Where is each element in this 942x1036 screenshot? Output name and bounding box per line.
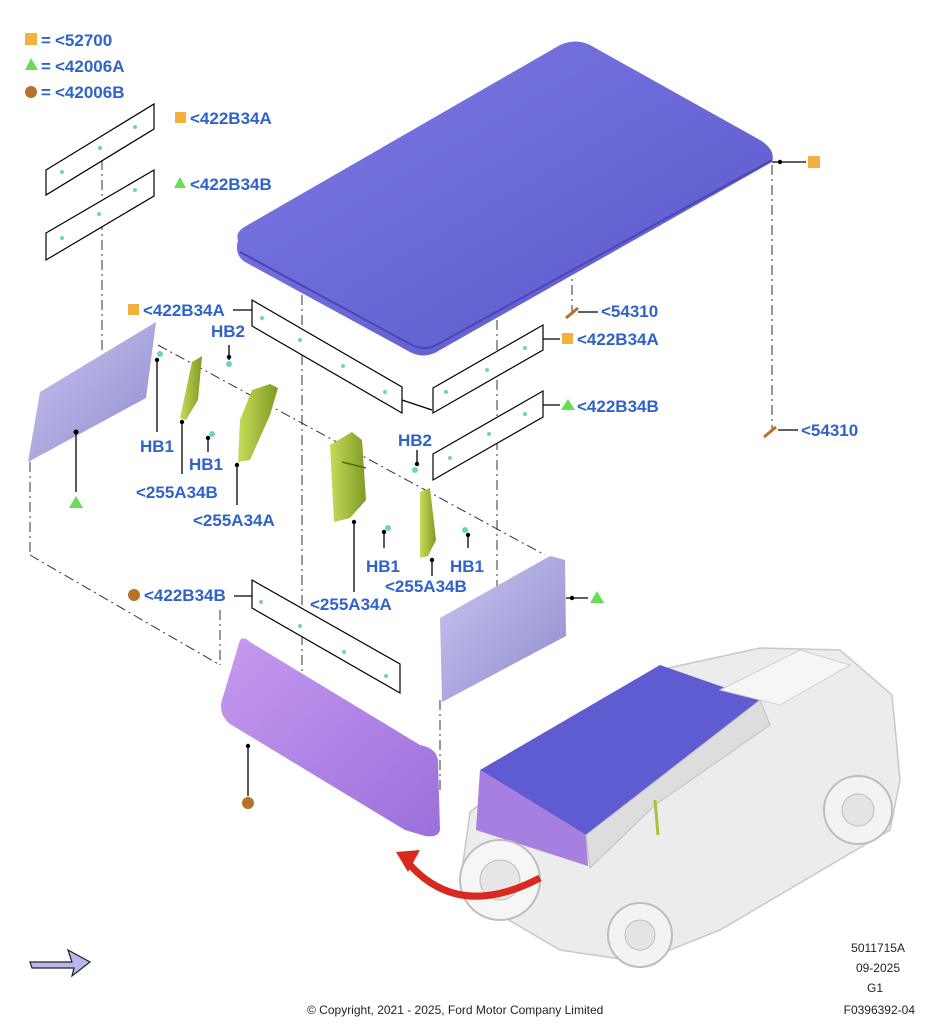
glass-strip-422b34a-top [45, 102, 155, 197]
figure-id: F0396392-04 [844, 1003, 916, 1017]
legend-eq: = [41, 31, 51, 50]
callout-top-strip-a: <422B34A [190, 109, 272, 128]
callout-hb1-right-a: HB1 [366, 557, 400, 576]
glass-strip-422b34b-top [45, 168, 155, 262]
front-direction-arrow-icon [29, 948, 92, 978]
square-marker-icon [175, 112, 186, 123]
triangle-marker-icon [25, 58, 38, 70]
callout-roof-clip-1: <54310 [601, 302, 658, 321]
callout-rear-strip-b: <422B34B [144, 586, 226, 605]
legend-label: <52700 [55, 31, 112, 50]
circle-marker-icon [128, 589, 140, 601]
legend: = <52700 = <42006A = <42006B [25, 31, 124, 102]
legend-eq: = [41, 83, 51, 102]
left-side-window [28, 322, 156, 462]
square-marker-icon [25, 33, 37, 45]
glass-strip-422b34b-right [432, 389, 544, 482]
doc-revision: G1 [867, 981, 883, 995]
legend-label: <42006A [55, 57, 124, 76]
callout-hb2-right: HB2 [398, 431, 432, 450]
callout-trim-right-b: <255A34B [385, 577, 467, 596]
trim-255a34a-center [330, 432, 367, 522]
callout-right-strip-a: <422B34A [577, 330, 659, 349]
square-marker-icon [128, 304, 139, 315]
square-marker-icon [808, 156, 820, 168]
circle-marker-icon [242, 797, 254, 809]
callout-top-strip-b: <422B34B [190, 175, 272, 194]
callout-trim-left-a: <255A34A [193, 511, 275, 530]
callout-hb1-left-a: HB1 [140, 437, 174, 456]
triangle-marker-icon [590, 591, 604, 603]
callout-mid-strip-a: <422B34A [143, 301, 225, 320]
glass-strip-422b34a-right [432, 323, 544, 415]
circle-marker-icon [25, 86, 37, 98]
callout-trim-left-b: <255A34B [136, 483, 218, 502]
roof-panel [236, 41, 773, 356]
triangle-marker-icon [561, 399, 575, 410]
legend-eq: = [41, 57, 51, 76]
legend-label: <42006B [55, 83, 124, 102]
callout-hb2-left: HB2 [211, 322, 245, 341]
rear-panel [221, 638, 440, 837]
callout-right-strip-b: <422B34B [577, 397, 659, 416]
callout-trim-right-a: <255A34A [310, 595, 392, 614]
trim-255a34b-left [180, 356, 202, 420]
vehicle-illustration [459, 647, 901, 968]
square-marker-icon [562, 333, 573, 344]
doc-date: 09-2025 [856, 961, 900, 975]
roof-clip-icon [763, 425, 777, 439]
triangle-marker-icon [69, 496, 83, 508]
callout-hb1-right-b: HB1 [450, 557, 484, 576]
triangle-marker-icon [174, 177, 186, 188]
callout-hb1-left-b: HB1 [189, 455, 223, 474]
roof-clip-icon [565, 306, 579, 320]
copyright: © Copyright, 2021 - 2025, Ford Motor Com… [307, 1003, 603, 1017]
callout-roof-clip-2: <54310 [801, 421, 858, 440]
glass-strip-422b34a-mid [251, 298, 403, 415]
curved-red-arrow-icon [396, 850, 542, 900]
doc-number: 5011715A [851, 941, 905, 955]
trim-255a34b-center [420, 488, 436, 558]
right-side-window [440, 556, 566, 702]
trim-255a34a-left [238, 384, 278, 462]
glass-strip-422b34b-rear [251, 578, 401, 695]
